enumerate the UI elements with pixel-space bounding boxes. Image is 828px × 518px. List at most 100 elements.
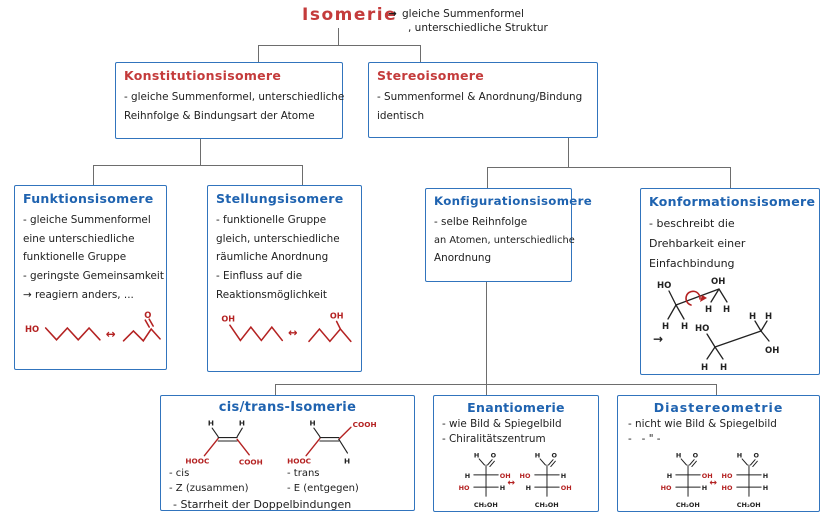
connector-root-right-drop (420, 45, 421, 62)
functional-isomer-structure-drawing: HO ↔ O (25, 310, 161, 342)
konformation-line-1: - beschreibt die (649, 217, 735, 230)
box-enantiomerie: Enantiomerie - wie Bild & Spiegelbild - … (433, 395, 599, 512)
ho-label: HO (657, 281, 671, 291)
bond (338, 426, 352, 440)
connector-konfiguration-stem (486, 282, 487, 395)
stellung-line-3: räumliche Anordnung (216, 251, 329, 264)
ho-label: HO (25, 324, 39, 334)
bond (338, 438, 349, 454)
cooh-label: COOH (239, 457, 263, 466)
hooc-label: HOOC (185, 456, 209, 465)
stellung-line-1: - funktionelle Gruppe (216, 214, 327, 226)
h-label: H (310, 418, 316, 427)
c-c-bond (675, 288, 720, 307)
connector-konstitution-stem (200, 139, 201, 165)
h-label: H (525, 484, 530, 492)
left-right-arrow: ↔ (288, 325, 298, 339)
h-label: H (239, 418, 245, 427)
connector-root-horizontal (258, 45, 420, 46)
double-bond (549, 460, 556, 468)
diastereomer-fischer-projections: H O H OH HO H CH₂OH ↔ H O HO H HO H (661, 452, 769, 510)
bond (714, 346, 724, 361)
bond (667, 304, 677, 321)
bond (539, 458, 546, 466)
page-title: Isomerie (302, 5, 398, 25)
bond (236, 438, 250, 456)
right-arrow: → (653, 332, 663, 346)
ho-label: HO (722, 472, 733, 480)
oh-label: OH (330, 310, 344, 320)
bond (668, 290, 677, 307)
box-title-konstitutionsisomere: Konstitutionsisomere (124, 68, 282, 83)
pentan-2-ol-skeleton (308, 327, 352, 343)
h-label: H (763, 472, 768, 480)
connector-stereo-horizontal (487, 167, 730, 168)
left-right-arrow: ↔ (709, 479, 717, 489)
connector-konformation-drop (730, 167, 731, 188)
cis-trans-structure-drawing: H H HOOC COOH H HOOC COOH H (185, 418, 376, 466)
double-bond (750, 459, 756, 466)
box-title-cistrans: cis/trans-Isomerie (218, 400, 357, 415)
connector-konfiguration-drop (487, 167, 488, 188)
box-stereoisomere: Stereoisomere - Summenformel & Anordnung… (368, 62, 598, 138)
konformation-line-2: Drehbarkeit einer (649, 236, 746, 250)
stellung-line-5: Reaktionsmöglichkeit (216, 288, 327, 301)
bond (760, 320, 768, 333)
root-note-line2: , unterschiedliche Struktur (408, 22, 548, 34)
h-label: H (560, 472, 565, 480)
connector-stereo-stem (568, 138, 569, 167)
konfiguration-line-1: - selbe Reihnfolge (434, 216, 528, 228)
h-label: H (705, 305, 712, 315)
ho-label: HO (695, 324, 709, 334)
funktion-line-3: funktionelle Gruppe (23, 251, 127, 264)
h-label: H (534, 452, 539, 460)
box-title-stereoisomere: Stereoisomere (377, 68, 485, 83)
pentanol-skeleton (44, 326, 101, 341)
h-label: H (473, 452, 478, 460)
box-diastereomerie: Diastereometrie - nicht wie Bild & Spieg… (617, 395, 820, 512)
left-right-arrow: ↔ (106, 326, 116, 340)
box-title-enantiomerie: Enantiomerie (467, 400, 565, 415)
o-label: O (551, 452, 557, 460)
c-c-bond (714, 330, 762, 349)
connector-bottom-horizontal (275, 384, 716, 385)
bond (675, 304, 685, 321)
konfiguration-line-3: Anordnung (434, 252, 492, 265)
enantiomer-fischer-projections: H O H OH HO H CH₂OH ↔ H O HO H H OH (458, 452, 571, 510)
funktion-line-5: → reagiern anders, ... (23, 288, 134, 301)
box-cistrans-isomerie: cis/trans-Isomerie H H HOOC COOH H HOOC … (160, 395, 415, 511)
box-title-konformationsisomere: Konformationsisomere (649, 194, 816, 209)
h-label: H (464, 472, 469, 480)
ho-label: HO (722, 484, 733, 492)
h-label: H (749, 312, 756, 322)
connector-cistrans-drop (275, 384, 276, 395)
konformation-line-3: Einfachbindung (649, 256, 735, 270)
double-bond (488, 460, 495, 468)
c-oh-bond (335, 320, 342, 330)
double-bond (486, 459, 493, 466)
ch2oh-label: CH₂OH (737, 501, 761, 509)
cistrans-bottom-line: - Starrheit der Doppelbindungen (173, 498, 352, 511)
rotation-arrowhead (700, 295, 707, 303)
funktion-line-2: eine unterschiedliche (23, 232, 135, 245)
h-label: H (737, 452, 742, 460)
double-bond (691, 460, 697, 468)
bond (706, 333, 716, 349)
o-label: O (754, 452, 760, 460)
h-label: H (667, 472, 672, 480)
bond (718, 288, 728, 304)
rotation-arrow (685, 290, 701, 307)
ch2oh-label: CH₂OH (534, 501, 558, 509)
bond (741, 458, 748, 466)
box-konformationsisomere: Konformationsisomere - beschreibt die Dr… (640, 188, 820, 375)
bond (760, 330, 770, 343)
h-label: H (701, 363, 708, 373)
bond (680, 458, 687, 466)
bond (710, 288, 720, 304)
ketone-o-label: O (144, 310, 151, 320)
double-bond (547, 459, 554, 466)
enantio-line-1: - wie Bild & Spiegelbild (442, 418, 562, 430)
box-konstitutionsisomere: Konstitutionsisomere - gleiche Summenfor… (115, 62, 344, 139)
ho-label: HO (519, 472, 530, 480)
